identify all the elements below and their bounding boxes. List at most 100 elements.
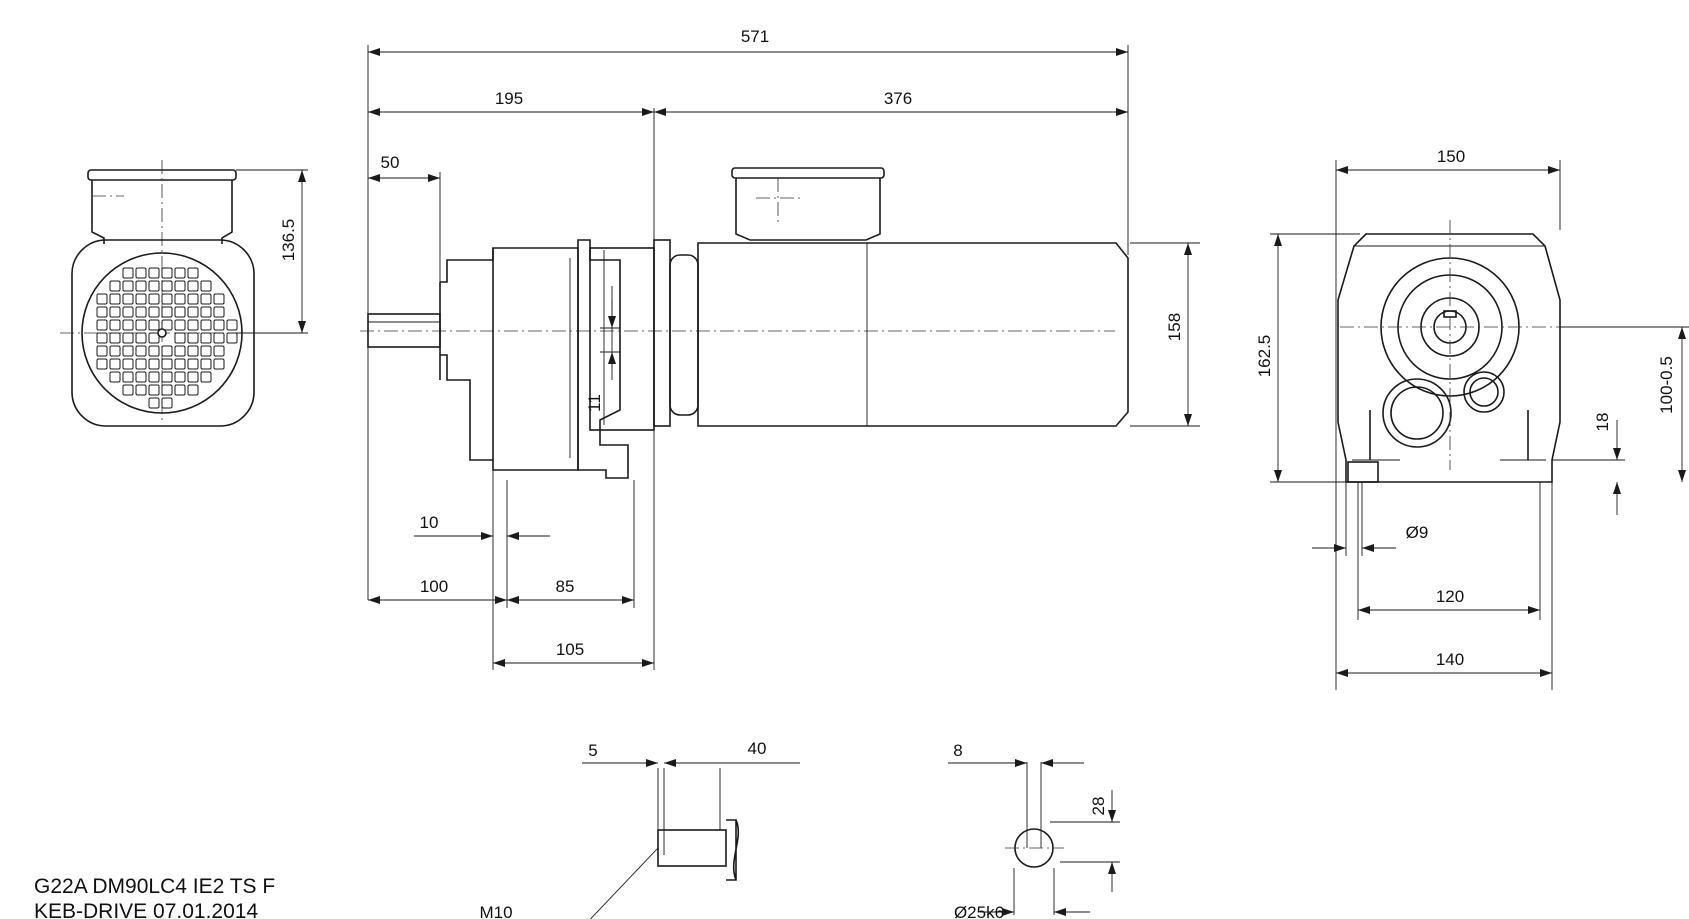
dim-140: 140 xyxy=(1436,650,1464,669)
motor-end-view xyxy=(60,160,262,427)
grille-slot xyxy=(109,306,121,318)
grille-slot xyxy=(200,358,212,370)
dim-28: 28 xyxy=(1089,797,1108,816)
grille-slot xyxy=(174,358,186,370)
dim-120: 120 xyxy=(1436,587,1464,606)
dim-5: 5 xyxy=(588,741,597,760)
grille-slot xyxy=(187,306,199,318)
grille-slot xyxy=(135,267,147,279)
grille-slot xyxy=(135,371,147,383)
dim-10: 10 xyxy=(420,513,439,532)
dim-195: 195 xyxy=(495,89,523,108)
dim-18: 18 xyxy=(1593,413,1612,432)
grille-slot xyxy=(213,358,225,370)
grille-slot xyxy=(213,332,225,344)
dim-85: 85 xyxy=(556,577,575,596)
thread-label-m10: M10 xyxy=(479,903,512,919)
fan-grille xyxy=(96,267,238,409)
grille-slot xyxy=(135,332,147,344)
dim-136-5: 136.5 xyxy=(279,219,298,262)
grille-slot xyxy=(109,280,121,292)
grille-slot xyxy=(161,384,173,396)
grille-slot xyxy=(226,319,238,331)
dim-376: 376 xyxy=(884,89,912,108)
grille-slot xyxy=(135,319,147,331)
grille-slot xyxy=(187,267,199,279)
grille-slot xyxy=(148,267,160,279)
grille-slot xyxy=(122,358,134,370)
grille-slot xyxy=(148,306,160,318)
grille-slot xyxy=(148,384,160,396)
grille-slot xyxy=(161,319,173,331)
dim-571: 571 xyxy=(741,27,769,46)
grille-slot xyxy=(148,280,160,292)
grille-slot xyxy=(161,358,173,370)
title-block: G22A DM90LC4 IE2 TS F KEB-DRIVE 07.01.20… xyxy=(34,875,275,919)
grille-slot xyxy=(200,319,212,331)
grille-slot xyxy=(187,332,199,344)
dim-100: 100 xyxy=(420,577,448,596)
grille-slot xyxy=(122,345,134,357)
grille-slot xyxy=(174,280,186,292)
grille-slot xyxy=(122,267,134,279)
grille-slot xyxy=(200,371,212,383)
grille-slot xyxy=(135,358,147,370)
grille-slot xyxy=(174,319,186,331)
dim-50: 50 xyxy=(381,153,400,172)
maker-and-date: KEB-DRIVE 07.01.2014 xyxy=(34,900,258,919)
grille-slot xyxy=(96,293,108,305)
dim-105: 105 xyxy=(556,640,584,659)
gearbox-end-view xyxy=(1337,220,1570,483)
grille-slot xyxy=(174,267,186,279)
grille-slot xyxy=(213,319,225,331)
grille-slot xyxy=(174,345,186,357)
grille-slot xyxy=(161,267,173,279)
grille-slot xyxy=(187,293,199,305)
grille-slot xyxy=(200,345,212,357)
grille-slot xyxy=(213,306,225,318)
thread-detail xyxy=(589,768,740,919)
dimension-labels: 571 195 376 50 136.5 158 11 10 100 85 10… xyxy=(279,27,1676,919)
grille-slot xyxy=(161,306,173,318)
grille-slot xyxy=(174,371,186,383)
grille-slot xyxy=(148,345,160,357)
grille-slot xyxy=(174,293,186,305)
grille-slot xyxy=(96,332,108,344)
model-designation: G22A DM90LC4 IE2 TS F xyxy=(34,875,275,898)
dim-hole-dia: Ø9 xyxy=(1406,523,1429,542)
grille-slot xyxy=(213,293,225,305)
grille-slot xyxy=(187,371,199,383)
grille-slot xyxy=(161,293,173,305)
grille-slot xyxy=(226,332,238,344)
grille-slot xyxy=(109,371,121,383)
grille-slot xyxy=(135,280,147,292)
grille-slot xyxy=(187,319,199,331)
grille-slot xyxy=(96,306,108,318)
grille-slot xyxy=(148,397,160,409)
dim-158: 158 xyxy=(1165,313,1184,341)
grille-slot xyxy=(122,293,134,305)
shaft-key-detail xyxy=(1005,762,1120,915)
grille-slot xyxy=(122,371,134,383)
dim-100-0-5: 100-0.5 xyxy=(1657,356,1676,414)
grille-slot xyxy=(174,306,186,318)
grille-slot xyxy=(122,384,134,396)
grille-slot xyxy=(174,332,186,344)
grille-slot xyxy=(135,384,147,396)
dimension-lines xyxy=(236,45,1689,916)
dim-8: 8 xyxy=(953,741,962,760)
grille-slot xyxy=(148,293,160,305)
dim-11: 11 xyxy=(585,394,604,412)
grille-slot xyxy=(109,319,121,331)
grille-slot xyxy=(161,371,173,383)
grille-slot xyxy=(135,306,147,318)
grille-slot xyxy=(174,384,186,396)
grille-slot xyxy=(109,332,121,344)
grille-slot xyxy=(148,319,160,331)
grille-slot xyxy=(200,293,212,305)
dim-40: 40 xyxy=(748,739,767,758)
grille-slot xyxy=(148,332,160,344)
grille-slot xyxy=(213,345,225,357)
dim-162-5: 162.5 xyxy=(1255,335,1274,378)
